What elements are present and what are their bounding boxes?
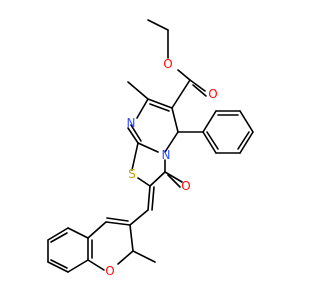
thiazole-sulfur-label: S xyxy=(128,167,136,181)
imine-nitrogen: N xyxy=(127,116,136,130)
molecule-canvas: O O N N S O O xyxy=(47,19,254,278)
chromene-oxygen: O xyxy=(105,264,114,278)
ester-carbonyl-oxygen: O xyxy=(208,87,217,101)
bond-skeleton xyxy=(47,19,254,273)
heteroatom-labels: O O N N S O O xyxy=(105,57,217,278)
imine-nitrogen-label: N xyxy=(127,116,136,130)
ester-ether-oxygen: O xyxy=(163,57,172,71)
amide-nitrogen-label: N xyxy=(162,148,171,162)
chromene-oxygen-label: O xyxy=(105,264,114,278)
lactam-oxygen-label: O xyxy=(181,179,190,193)
ester-carbonyl-oxygen-label: O xyxy=(208,87,217,101)
lactam-oxygen: O xyxy=(181,179,190,193)
molecule-structure: O O N N S O O xyxy=(47,19,254,278)
amide-nitrogen: N xyxy=(162,148,171,162)
thiazole-sulfur: S xyxy=(128,167,136,181)
ester-ether-oxygen-label: O xyxy=(163,57,172,71)
